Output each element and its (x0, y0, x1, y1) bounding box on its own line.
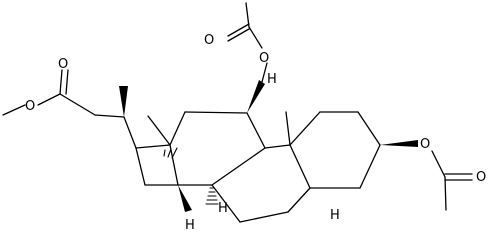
bond (37, 93, 61, 106)
hydrogen-atom-label: H (185, 218, 195, 233)
bond (2, 104, 26, 116)
right-acetoxy-group: O O (420, 137, 486, 211)
oxygen-atom-label: O (476, 170, 486, 185)
bond (248, 26, 263, 49)
bond (227, 28, 250, 42)
bond (123, 116, 137, 149)
top-acetoxy-group: O O (204, 2, 269, 83)
oxygen-atom-label: O (204, 33, 214, 48)
stereo-hash-bond (205, 187, 219, 205)
bond (289, 111, 321, 146)
bond (245, 2, 250, 28)
bond (135, 147, 146, 186)
stereo-wedge-bond (380, 140, 418, 147)
bond (289, 144, 311, 189)
oxygen-atom-label: O (259, 51, 269, 66)
stereo-hash-bond (163, 147, 178, 159)
bond (246, 112, 266, 149)
oxygen-atom-label: O (58, 57, 68, 72)
bond (287, 187, 311, 213)
bond (227, 23, 250, 37)
bond (184, 111, 248, 114)
bond (211, 184, 241, 223)
bond (59, 69, 63, 95)
bond (211, 147, 266, 186)
bond (94, 114, 125, 118)
bond (65, 69, 69, 95)
bond (169, 111, 186, 146)
bond (357, 111, 381, 146)
bond (444, 176, 447, 211)
ring-system (135, 111, 381, 223)
hydrogen-atom-label: H (218, 201, 228, 216)
bond (147, 115, 171, 146)
oxygen-atom-label: O (420, 137, 430, 152)
stereo-wedge-bond (119, 86, 128, 117)
bond (431, 150, 446, 178)
bond (359, 144, 381, 189)
hydrogen-atom-label: H (267, 72, 277, 87)
bond (285, 111, 291, 146)
side-chain: O O (2, 57, 137, 149)
stereo-wedge-bond (178, 185, 192, 212)
bond (135, 144, 171, 149)
oxygen-atom-label: O (25, 99, 35, 114)
bond (239, 211, 289, 223)
bond (261, 62, 268, 83)
bond (169, 144, 179, 186)
hydrogen-atom-label: H (330, 208, 340, 223)
structure-diagram: O O O O (2, 2, 486, 233)
stereo-wedge-bond (247, 80, 265, 113)
bond (264, 144, 291, 149)
bond (59, 93, 96, 116)
